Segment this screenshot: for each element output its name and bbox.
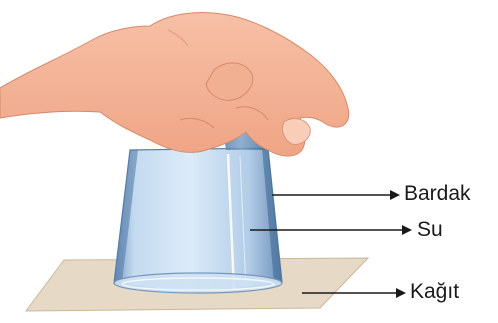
label-water: Su (417, 219, 443, 240)
label-paper: Kağıt (410, 281, 459, 302)
hand (0, 13, 349, 157)
label-glass: Bardak (404, 183, 471, 204)
